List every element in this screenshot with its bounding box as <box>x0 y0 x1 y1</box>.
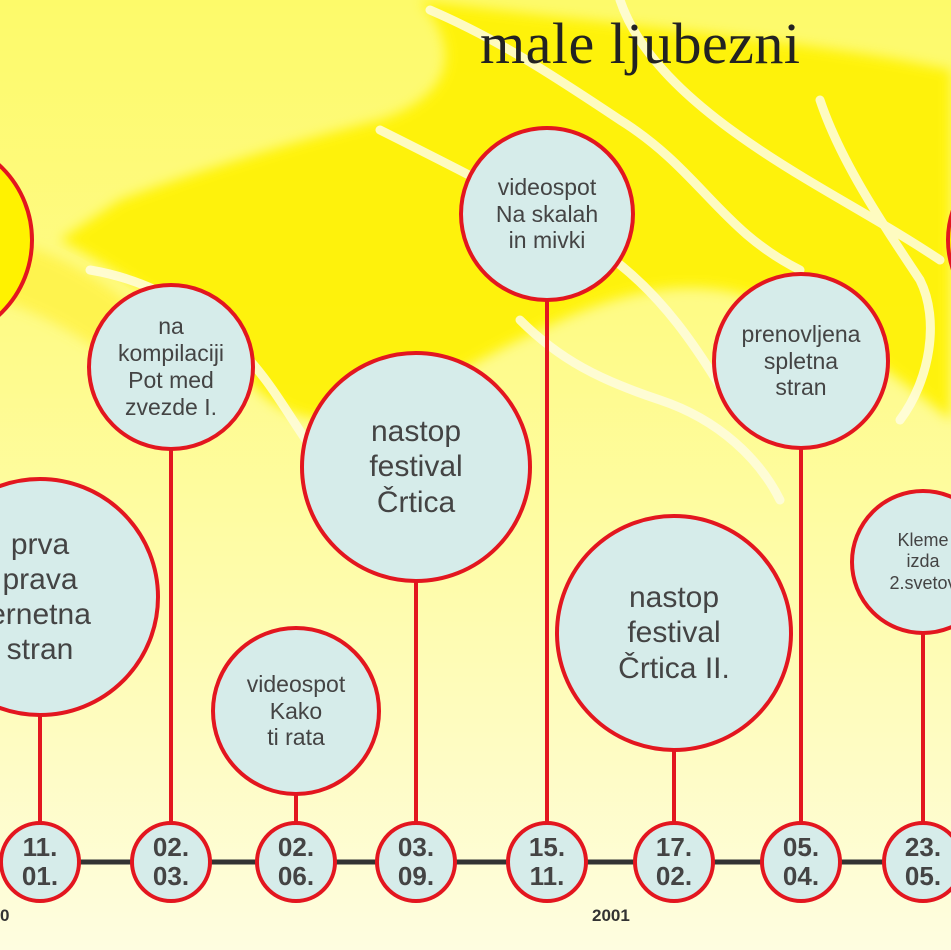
date-label: 02.06. <box>257 823 335 901</box>
date-month: 11. <box>529 861 565 891</box>
date-circle <box>506 821 588 903</box>
year-label-start: 0 <box>0 906 10 925</box>
event-label-line: prava <box>2 562 78 596</box>
date-day: 02. <box>277 831 315 862</box>
event-bubble <box>850 489 951 635</box>
year-label-2001: 2001 <box>592 906 630 925</box>
event-label-line: ti rata <box>267 724 325 751</box>
date-day: 05. <box>782 831 820 862</box>
date-month: 09. <box>397 861 435 891</box>
event-label-line: Črtica <box>376 485 456 519</box>
event-label-line: videospot <box>497 173 597 200</box>
date-label: 05.04. <box>762 823 840 901</box>
event-bubble <box>300 351 532 583</box>
date-day: 23. <box>904 831 942 862</box>
page-title: male ljubezni <box>480 11 801 76</box>
event-label-line: stran <box>6 633 74 667</box>
date-label: 23.05. <box>884 823 951 901</box>
event-bubble <box>0 477 160 717</box>
event-label-line: nastop <box>628 581 720 615</box>
event-label: prvapravaernetnastran <box>0 479 158 715</box>
date-circle <box>633 821 715 903</box>
date-label: 11.01. <box>1 823 79 901</box>
event-label-line: prenovljena <box>741 320 861 347</box>
date-month: 06. <box>277 861 315 891</box>
date-day: 17. <box>655 831 693 862</box>
date-circle <box>760 821 842 903</box>
date-circle <box>375 821 457 903</box>
date-month: 03. <box>152 861 190 891</box>
event-label-line: Pot med <box>128 367 214 393</box>
event-label-line: prva <box>10 527 70 561</box>
event-label-line: videospot <box>246 670 346 697</box>
date-label: 17.02. <box>635 823 713 901</box>
date-month: 02. <box>655 861 693 891</box>
event-label-line: ernetna <box>0 598 91 631</box>
date-month: 01. <box>21 861 59 891</box>
date-label: 15.11. <box>508 823 586 901</box>
date-day: 02. <box>152 831 190 862</box>
event-label-line: zvezde I. <box>124 393 218 420</box>
date-label: 03.09. <box>377 823 455 901</box>
event-label-line: spletna <box>763 347 839 374</box>
date-month: 04. <box>782 861 820 891</box>
event-label-line: Kleme <box>897 530 949 551</box>
event-label-line: Črtica II. <box>618 651 730 685</box>
date-circle <box>255 821 337 903</box>
event-label-line: 2.svetov <box>889 572 951 593</box>
date-day: 15. <box>528 831 566 862</box>
event-label-line: Kako <box>269 697 323 724</box>
date-circle <box>0 821 81 903</box>
event-label-line: stran <box>775 374 827 401</box>
event-bubble <box>712 272 890 450</box>
event-bubble <box>87 283 255 451</box>
date-label: 02.03. <box>132 823 210 901</box>
event-label-line: Na skalah <box>495 200 599 227</box>
event-bubble <box>459 126 635 302</box>
edge-bubble-right <box>946 209 951 271</box>
date-circle <box>130 821 212 903</box>
event-label-line: festival <box>369 450 463 484</box>
edge-bubble-left <box>0 163 34 317</box>
event-label-line: na <box>158 313 184 340</box>
date-day: 11. <box>22 831 58 862</box>
event-label-line: festival <box>627 616 721 650</box>
event-label-line: kompilaciji <box>117 340 225 367</box>
event-label-line: in mivki <box>508 227 586 254</box>
date-day: 03. <box>397 831 435 862</box>
event-bubble <box>211 626 381 796</box>
event-label-line: nastop <box>370 415 462 449</box>
event-label-line: izda <box>906 551 940 572</box>
date-circle <box>882 821 951 903</box>
event-bubble <box>555 514 793 752</box>
date-month: 05. <box>904 861 942 891</box>
